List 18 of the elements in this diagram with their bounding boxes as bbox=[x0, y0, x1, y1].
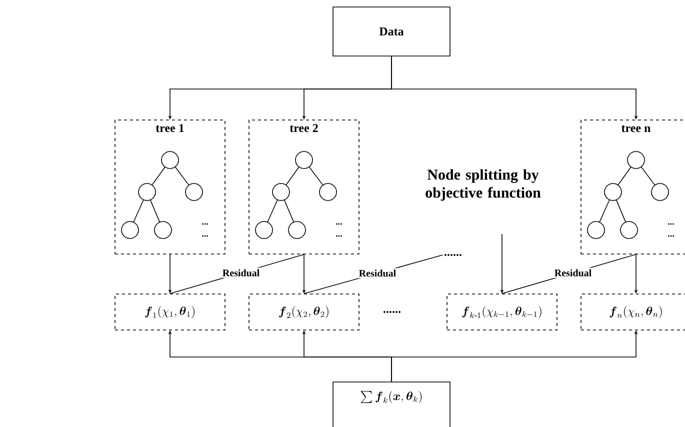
edge-label: Residual bbox=[552, 268, 594, 278]
ellipsis-text: ... bbox=[202, 235, 208, 237]
function-box: $\boldsymbol{f}_n(\chi_n, \boldsymbol{\theta}_n)$ bbox=[580, 294, 685, 330]
ellipsis-text: ... bbox=[202, 223, 208, 225]
function-box: $\boldsymbol{f}_2(\chi_2, \boldsymbol{\theta}_2)$ bbox=[248, 294, 360, 330]
function-box: $\boldsymbol{f}_{k\textbf{-}1}(\chi_{k-1}, \boldsymbol{\theta}_{k-1})$ bbox=[446, 294, 558, 330]
data-box: Data bbox=[332, 6, 450, 56]
annotation-text: Node splitting by objective function bbox=[426, 169, 541, 201]
ellipsis-text: ... bbox=[668, 235, 674, 237]
ellipsis-text: ...... bbox=[444, 254, 462, 256]
edge-label: Residual bbox=[220, 268, 262, 278]
ellipsis-text: ... bbox=[336, 223, 342, 225]
edge-label: Residual bbox=[357, 268, 398, 278]
ellipsis-text: ... bbox=[668, 223, 674, 225]
function-box: $\boldsymbol{f}_1(\chi_1, \boldsymbol{\theta}_1)$ bbox=[114, 294, 226, 330]
ellipsis-text: ... bbox=[336, 235, 342, 237]
ellipsis-text: ...... bbox=[384, 311, 400, 313]
sum-box: $\sum \boldsymbol{f}_k(\boldsymbol{x}, \boldsymbol{\theta}_k)$ bbox=[332, 382, 450, 427]
